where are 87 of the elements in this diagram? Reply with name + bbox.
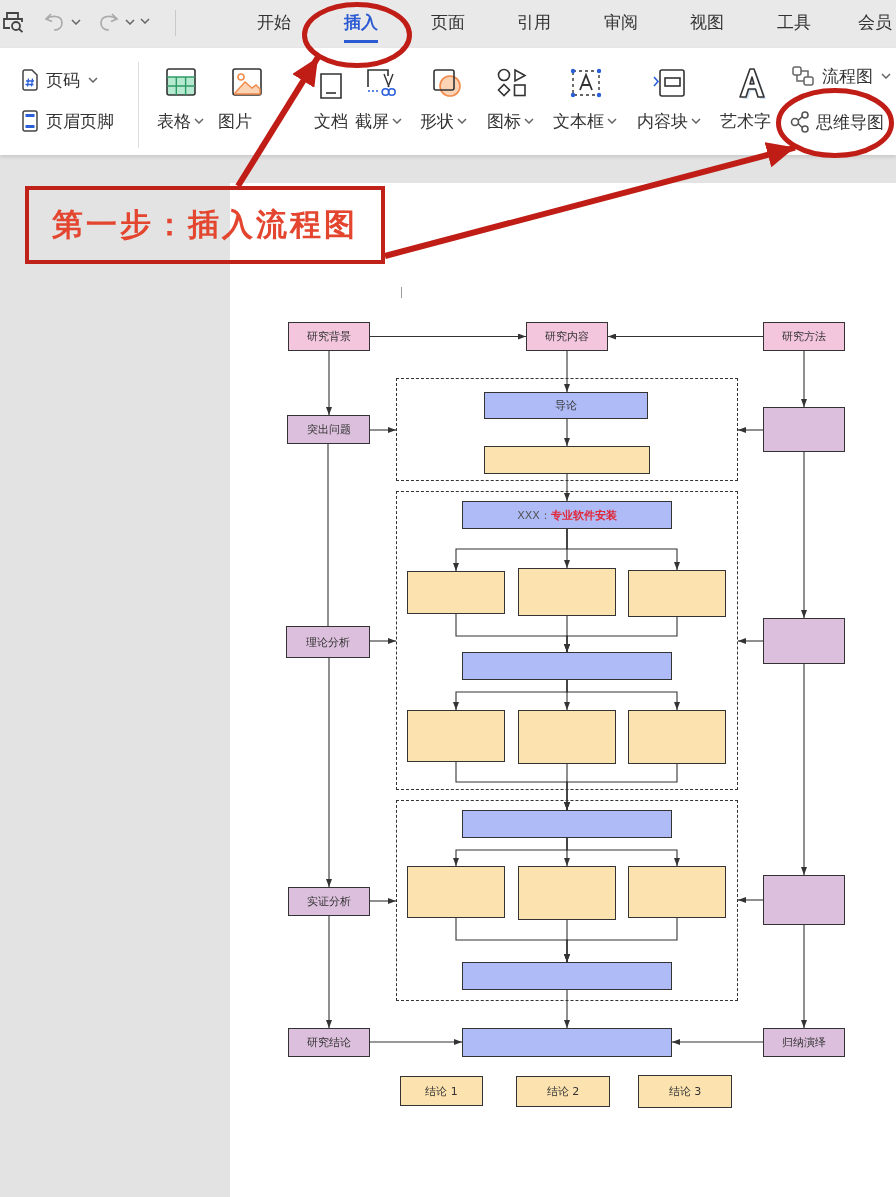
process-box bbox=[518, 568, 616, 616]
menu-label: 视图 bbox=[690, 11, 724, 33]
arrow bbox=[566, 528, 680, 571]
arrow bbox=[801, 350, 807, 408]
process-box bbox=[407, 710, 505, 762]
process-box bbox=[628, 866, 726, 918]
picture-command: 图片 bbox=[218, 68, 262, 132]
process-box bbox=[763, 875, 845, 925]
flowchart-command: 流程图 bbox=[792, 65, 891, 87]
process-box bbox=[763, 407, 845, 452]
connector-line bbox=[327, 443, 329, 627]
process-box: 研究内容 bbox=[526, 322, 608, 351]
highlight-circle bbox=[776, 88, 894, 158]
process-box: 导论 bbox=[484, 392, 648, 419]
arrow bbox=[564, 616, 678, 653]
group-box bbox=[396, 800, 738, 1001]
arrow bbox=[369, 898, 397, 904]
arrow bbox=[369, 427, 397, 433]
group-box bbox=[396, 491, 738, 790]
arrow bbox=[566, 679, 680, 711]
callout-box: 第一步：插入流程图 bbox=[25, 186, 385, 264]
arrow bbox=[801, 451, 807, 619]
arrow bbox=[564, 350, 570, 393]
arrow bbox=[801, 924, 807, 1029]
process-box: 研究背景 bbox=[288, 322, 370, 351]
menu-label: 审阅 bbox=[604, 11, 638, 33]
process-box: 归纳演绎 bbox=[763, 1028, 845, 1057]
process-box bbox=[462, 652, 672, 680]
menu-tab: 插入 bbox=[344, 11, 378, 43]
process-box bbox=[462, 1028, 672, 1057]
process-box bbox=[407, 571, 505, 614]
process-box bbox=[484, 446, 650, 474]
pointer-arrow bbox=[384, 142, 796, 259]
arrow bbox=[607, 333, 764, 340]
process-box: 研究结论 bbox=[288, 1028, 370, 1057]
mind-map-command: 思维导图 bbox=[790, 111, 884, 133]
process-box bbox=[628, 710, 726, 764]
process-box bbox=[462, 810, 672, 838]
arrow bbox=[326, 350, 332, 416]
arrow bbox=[566, 837, 680, 867]
arrow bbox=[369, 333, 527, 340]
process-box bbox=[628, 570, 726, 617]
screenshot-command: 截屏 bbox=[355, 68, 402, 132]
process-box bbox=[518, 710, 616, 764]
menu-label: 开始 bbox=[257, 11, 291, 33]
process-box: 结论 1 bbox=[400, 1076, 483, 1106]
pointer-arrow bbox=[235, 55, 321, 188]
process-box: 结论 2 bbox=[516, 1076, 610, 1107]
arrow bbox=[564, 473, 570, 502]
arrow bbox=[737, 638, 764, 644]
arrow bbox=[801, 663, 807, 876]
content-block-command: 内容块 bbox=[637, 68, 701, 132]
process-box: 实证分析 bbox=[288, 887, 370, 916]
menu-label: 页面 bbox=[431, 11, 465, 33]
arrow bbox=[737, 897, 764, 903]
icon-library-command: 图标 bbox=[487, 68, 534, 132]
table-command: 表格 bbox=[157, 68, 204, 132]
menu-label: 引用 bbox=[517, 11, 551, 33]
highlight-circle bbox=[302, 2, 412, 68]
word-art-command: 艺术字 bbox=[720, 68, 771, 132]
arrow bbox=[671, 1039, 764, 1045]
process-box: XXX：专业软件安装 bbox=[462, 501, 672, 529]
group-box bbox=[396, 378, 738, 481]
process-box bbox=[763, 618, 845, 664]
arrow bbox=[326, 915, 332, 1029]
process-box bbox=[462, 962, 672, 990]
page-number-command: 页码 bbox=[22, 69, 98, 91]
arrow bbox=[564, 917, 678, 963]
arrow bbox=[737, 427, 764, 433]
arrow bbox=[564, 989, 570, 1029]
arrow bbox=[326, 657, 332, 888]
text-box-command: 文本框 bbox=[553, 68, 617, 132]
process-box: 突出问题 bbox=[287, 415, 370, 444]
process-box bbox=[518, 866, 616, 920]
arrow bbox=[564, 763, 678, 811]
arrow bbox=[369, 638, 397, 644]
process-box: 理论分析 bbox=[286, 626, 370, 658]
process-box: 研究方法 bbox=[763, 322, 845, 351]
header-footer-command: 页眉页脚 bbox=[22, 110, 114, 132]
process-box: 结论 3 bbox=[638, 1075, 732, 1108]
arrow bbox=[564, 418, 570, 447]
process-box bbox=[407, 866, 505, 918]
arrow bbox=[369, 1039, 463, 1045]
menu-label: 会员 bbox=[858, 11, 892, 33]
menu-label: 工具 bbox=[777, 11, 811, 33]
document-command: 文档 bbox=[314, 68, 348, 132]
shape-command: 形状 bbox=[420, 68, 467, 132]
